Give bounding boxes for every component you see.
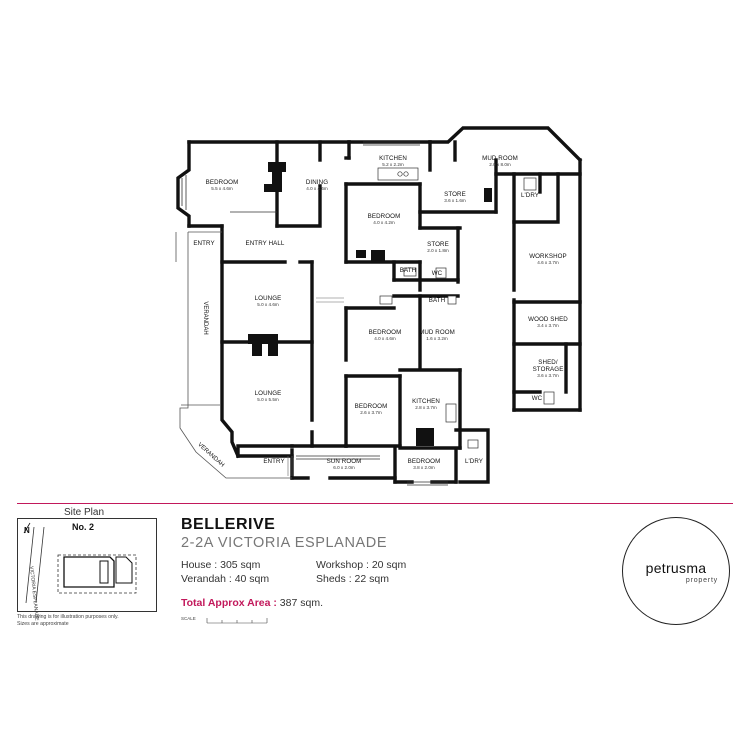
room-label: MUD ROOM [419,329,455,336]
total-area: Total Approx Area : 387 sqm. [181,597,323,609]
room-label: ENTRY [193,240,214,247]
room-label: BATH [400,267,416,274]
room-label: STORAGE [533,366,564,373]
logo-circle [622,517,730,625]
room-dimensions: 3.6 x 1.6m [444,198,466,203]
room-dimensions: 5.2 x 2.2m [382,162,404,167]
room-dimensions: 1.6 x 3.2m [426,336,448,341]
room-label: SHED/ [538,359,558,366]
room-label: KITCHEN [412,398,440,405]
room-label: BATH [429,297,445,304]
total-area-label: Total Approx Area : [181,597,277,609]
room-dimensions: 2.6 x 3.7m [360,410,382,415]
room-dimensions: 4.0 x 4.2m [373,220,395,225]
site-plan-number: No. 2 [72,522,95,532]
room-label: L'DRY [521,192,539,199]
logo-subtitle: property [685,577,718,584]
fixtures [377,167,555,449]
room-label: DINING [306,179,328,186]
logo-name: petrusma [645,560,707,576]
room-label: L'DRY [465,458,483,465]
north-label: N [24,526,30,535]
room-label: SUN ROOM [327,458,362,465]
room-dimensions: 2.0 x 8.0m [489,162,511,167]
room-label: ENTRY HALL [246,240,285,247]
windows [181,141,448,486]
room-label: BEDROOM [368,213,401,220]
room-dimensions: 5.0 x 5.5m [257,397,279,402]
room-label: WC [432,270,443,277]
property-name: BELLERIVE [181,516,276,533]
total-area-value: 387 sqm. [276,597,323,609]
property-address: 2-2A VICTORIA ESPLANADE [181,535,388,551]
room-dimensions: 5.5 x 4.6m [211,186,233,191]
room-label: LOUNGE [255,295,282,302]
scale-label: SCALE [181,616,196,621]
room-dimensions: 4.0 x 4.6m [374,336,396,341]
room-dimensions: 3.6 x 3.7m [537,373,559,378]
room-dimensions: 6.0 x 2.0m [333,465,355,470]
disclaimer-line-2: Sizes are approximate [17,621,69,627]
room-label: MUD ROOM [482,155,518,162]
scale-bar [206,618,268,624]
disclaimer-line-1: This drawing is for illustration purpose… [17,614,119,620]
room-label: WORKSHOP [529,253,567,260]
room-label: WOOD SHED [528,316,568,323]
room-label: STORE [444,191,466,198]
site-plan-map [23,522,137,604]
sheds-area: Sheds : 22 sqm [316,573,389,585]
room-label: ENTRY [263,458,284,465]
house-area: House : 305 sqm [181,559,261,571]
room-label: BEDROOM [355,403,388,410]
stairs [287,297,344,476]
room-dimensions: 2.0 x 1.8m [427,248,449,253]
room-dimensions: 3.8 x 2.0m [413,465,435,470]
room-dimensions: 4.0 x 4.6m [306,186,328,191]
room-label: BEDROOM [206,179,239,186]
room-label: BEDROOM [369,329,402,336]
site-disclaimer: This drawing is for illustration purpose… [17,614,119,628]
room-dimensions: 3.4 x 3.7m [537,323,559,328]
room-dimensions: 5.0 x 4.6m [257,302,279,307]
room-dimensions: 4.6 x 3.7m [537,260,559,265]
fireplaces [248,162,492,446]
site-plan-title: Site Plan [64,507,105,518]
workshop-area: Workshop : 20 sqm [316,559,407,571]
room-label: WC [532,395,543,402]
verandah-area: Verandah : 40 sqm [181,573,270,585]
divider-line [17,503,733,504]
room-label: LOUNGE [255,390,282,397]
site-plan-box [17,518,157,612]
room-label: STORE [427,241,449,248]
verandah-left-label: VERANDAH [202,301,208,334]
room-label: BEDROOM [408,458,441,465]
room-dimensions: 2.8 x 3.7m [415,405,437,410]
room-label: KITCHEN [379,155,407,162]
verandahs [175,231,292,479]
